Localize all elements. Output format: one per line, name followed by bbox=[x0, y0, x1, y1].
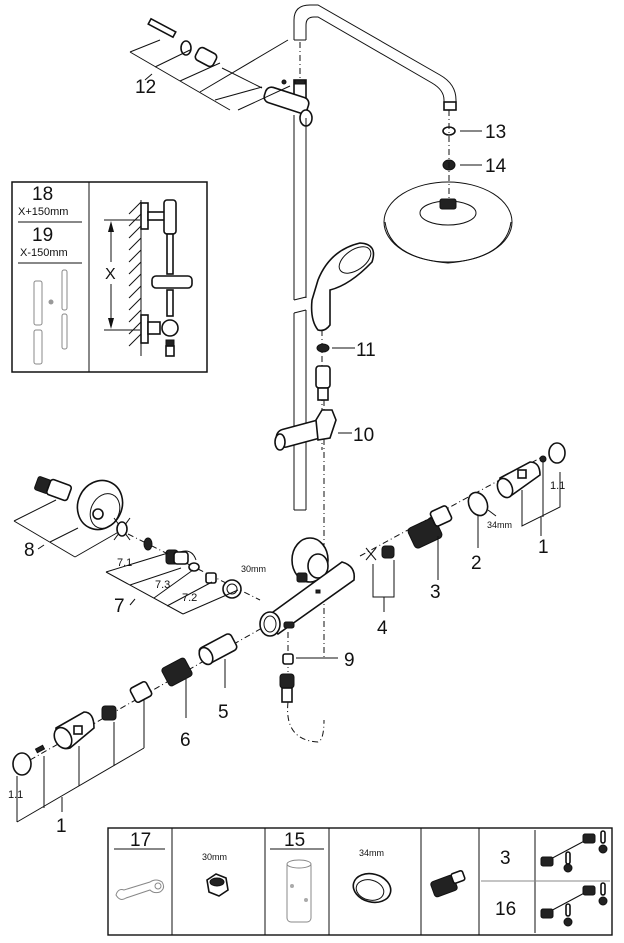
head-shower bbox=[383, 181, 513, 264]
accessory-ring-size: 34mm bbox=[359, 848, 384, 858]
thermostat-hot-cold-reversed-icon bbox=[540, 882, 608, 927]
callout-3: 3 bbox=[430, 582, 441, 603]
washer-7-1 bbox=[143, 537, 153, 551]
callout-1-left: 1 bbox=[56, 816, 67, 837]
sleeve-tool-icon bbox=[286, 859, 312, 923]
eccentric-7 bbox=[105, 549, 242, 615]
reducer-9 bbox=[279, 632, 338, 743]
accessory-3-label: 3 bbox=[500, 848, 511, 869]
callout-8: 8 bbox=[24, 540, 35, 561]
ring-size-dimension: 34mm bbox=[487, 520, 512, 530]
callout-6: 6 bbox=[180, 730, 191, 751]
callout-2: 2 bbox=[471, 553, 482, 574]
riser-pipe bbox=[293, 115, 307, 511]
upper-wall-bracket bbox=[263, 86, 313, 127]
handle-1-left bbox=[12, 680, 153, 823]
callout-13: 13 bbox=[485, 122, 506, 143]
hex-nut-icon bbox=[206, 873, 229, 897]
wrench-icon bbox=[115, 879, 165, 900]
callout-7-2: 7.2 bbox=[182, 592, 197, 604]
accessory-17-label: 17 bbox=[130, 830, 151, 851]
thermostat-body bbox=[259, 537, 356, 637]
part-19-spec: X-150mm bbox=[20, 247, 68, 259]
nut-size-dimension: 30mm bbox=[241, 564, 266, 574]
hose-nut bbox=[315, 365, 331, 389]
arm-thread bbox=[443, 101, 457, 111]
callout-11: 11 bbox=[356, 340, 376, 361]
fixing-set-12 bbox=[129, 17, 291, 111]
inset-box bbox=[11, 181, 208, 373]
callout-1-1-right: 1.1 bbox=[550, 480, 565, 492]
callout-1-1-left: 1.1 bbox=[8, 789, 23, 801]
cartridge-6 bbox=[161, 657, 193, 718]
escutcheon-spring bbox=[113, 517, 131, 541]
part-19-label: 19 bbox=[32, 225, 53, 246]
check-valve-4 bbox=[365, 545, 395, 612]
callout-10: 10 bbox=[353, 425, 374, 446]
callout-12: 12 bbox=[135, 77, 156, 98]
callout-14: 14 bbox=[485, 156, 507, 177]
callout-7-1: 7.1 bbox=[117, 557, 132, 569]
cartridge-icon bbox=[430, 870, 466, 898]
handle-1-right bbox=[496, 442, 566, 536]
callout-7: 7 bbox=[114, 596, 125, 617]
dimension-x-label: X bbox=[105, 266, 116, 283]
callout-1-right: 1 bbox=[538, 537, 549, 558]
connection-8 bbox=[13, 476, 124, 558]
callout-7-3: 7.3 bbox=[155, 579, 170, 591]
slider-10 bbox=[274, 409, 337, 451]
cartridge-3 bbox=[407, 505, 453, 580]
shower-arm bbox=[293, 4, 457, 111]
callout-4: 4 bbox=[377, 618, 388, 639]
callout-5: 5 bbox=[218, 702, 229, 723]
accessory-nut-size: 30mm bbox=[202, 852, 227, 862]
part-18-spec: X+150mm bbox=[18, 206, 68, 218]
ring-2 bbox=[467, 491, 489, 517]
part-18-label: 18 bbox=[32, 184, 53, 205]
thermostat-hot-cold-icon bbox=[540, 830, 608, 873]
insert-5 bbox=[198, 633, 238, 688]
callout-9: 9 bbox=[344, 650, 355, 671]
washer-11 bbox=[316, 343, 330, 353]
accessory-15-label: 15 bbox=[284, 830, 305, 851]
accessory-16-label: 16 bbox=[495, 899, 516, 920]
threaded-ring-icon bbox=[352, 872, 392, 904]
